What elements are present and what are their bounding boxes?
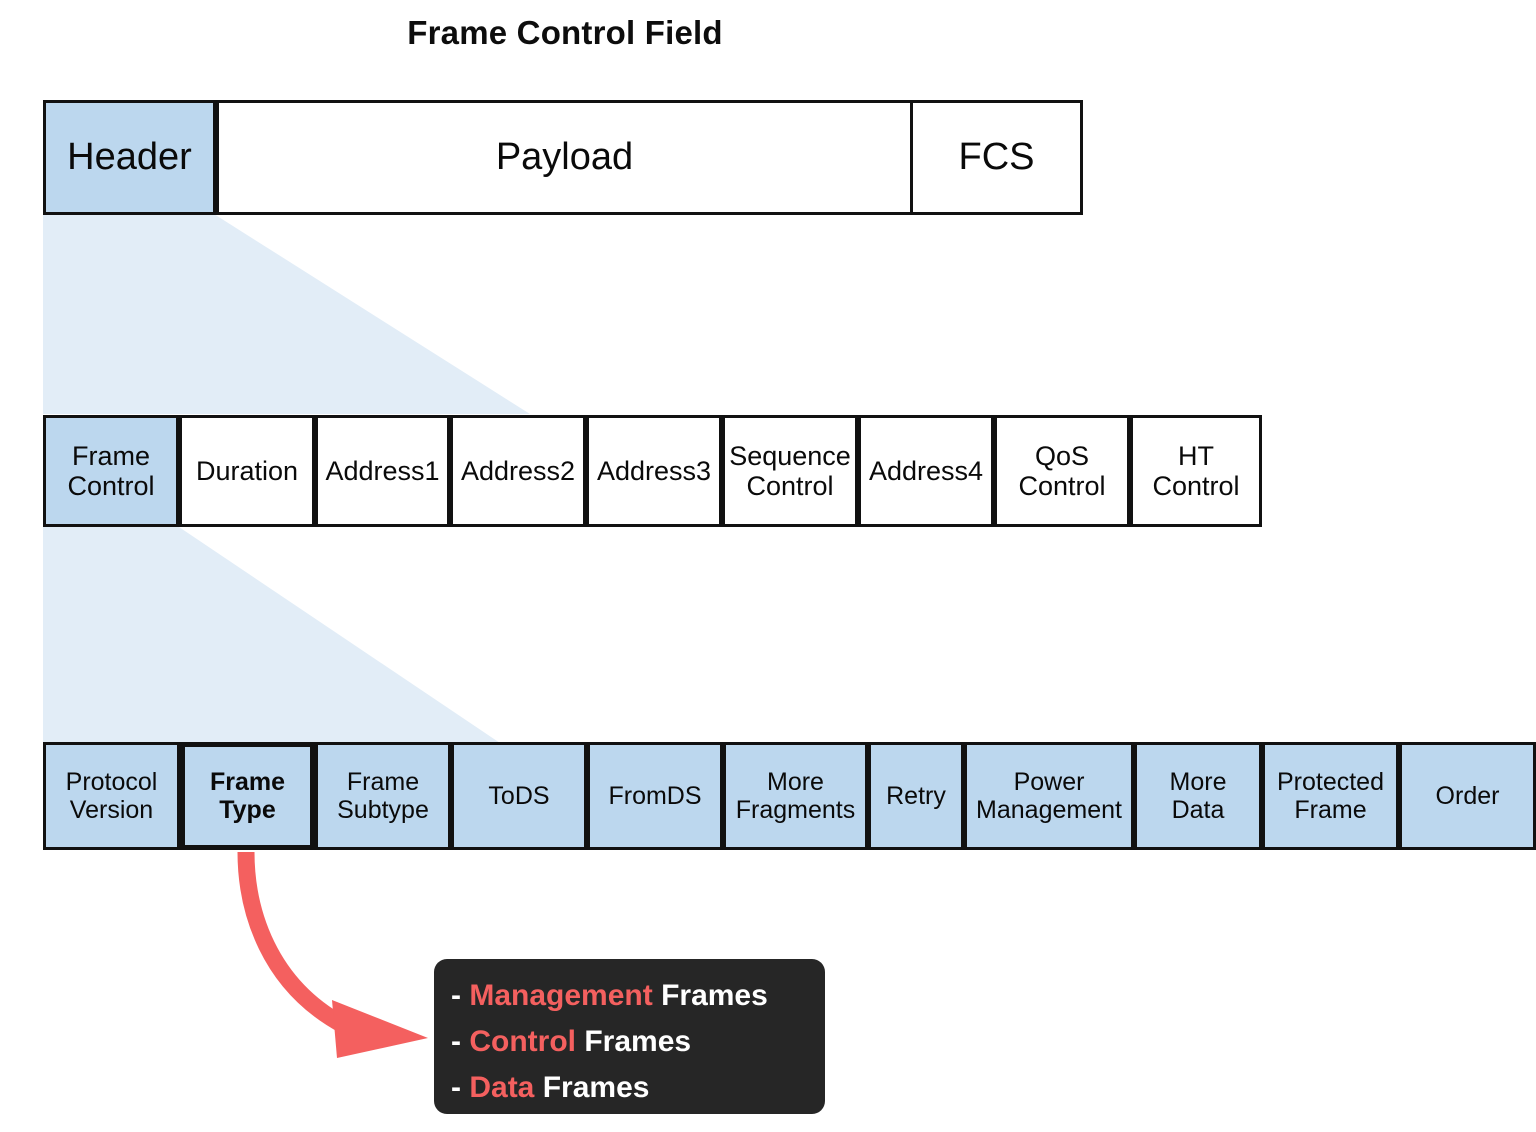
callout-arrow-head [332,1000,428,1058]
callout-line-data: - Data Frames [434,1065,825,1111]
header-cell-address2-label: Address2 [460,455,576,486]
header-cell-address1-label: Address1 [325,455,440,486]
fc-cell-retry-label: Retry [886,782,946,810]
header-cell-address4-label: Address4 [868,455,984,486]
header-cell-address3[interactable]: Address3 [586,415,722,527]
fc-cell-order[interactable]: Order [1399,742,1536,850]
callout-dash-0: - [451,979,461,1012]
header-cell-address3-label: Address3 [596,455,712,486]
callout-line-management: - Management Frames [434,973,825,1019]
callout-rest-0: Frames [661,979,768,1012]
fc-cell-tods[interactable]: ToDS [451,742,587,850]
header-cell-address2[interactable]: Address2 [450,415,586,527]
header-cell-address4[interactable]: Address4 [858,415,994,527]
frame-cell-fcs-label: FCS [958,136,1035,179]
header-cell-duration[interactable]: Duration [179,415,315,527]
header-cell-address1[interactable]: Address1 [315,415,450,527]
callout-keyword-data: Data [469,1070,535,1104]
frame-cell-header-label: Header [67,136,192,179]
fc-cell-retry[interactable]: Retry [868,742,964,850]
frame-type-callout: - Management Frames - Control Frames - D… [434,959,825,1114]
funnel-header-to-macheader [43,214,530,414]
page-title: Frame Control Field [407,14,723,51]
frame-cell-fcs[interactable]: FCS [910,100,1083,215]
fc-cell-fromds-label: FromDS [608,782,702,810]
frame-cell-header[interactable]: Header [43,100,216,215]
callout-keyword-management: Management [469,979,653,1012]
callout-rest-1: Frames [584,1024,692,1058]
callout-line-control: - Control Frames [434,1019,825,1065]
fc-cell-tods-label: ToDS [488,782,550,810]
frame-cell-payload-label: Payload [495,136,634,179]
frame-cell-payload[interactable]: Payload [216,100,913,215]
callout-rest-2: Frames [542,1070,650,1104]
callout-keyword-control: Control [469,1024,576,1058]
funnel-framecontrol-to-subfields [43,527,500,743]
callout-arrow-curve [237,851,350,1034]
fc-cell-fromds[interactable]: FromDS [587,742,723,850]
callout-dash-1: - [451,1024,461,1058]
callout-dash-2: - [451,1070,461,1104]
header-cell-duration-label: Duration [195,455,299,486]
fc-cell-order-label: Order [1435,782,1500,810]
